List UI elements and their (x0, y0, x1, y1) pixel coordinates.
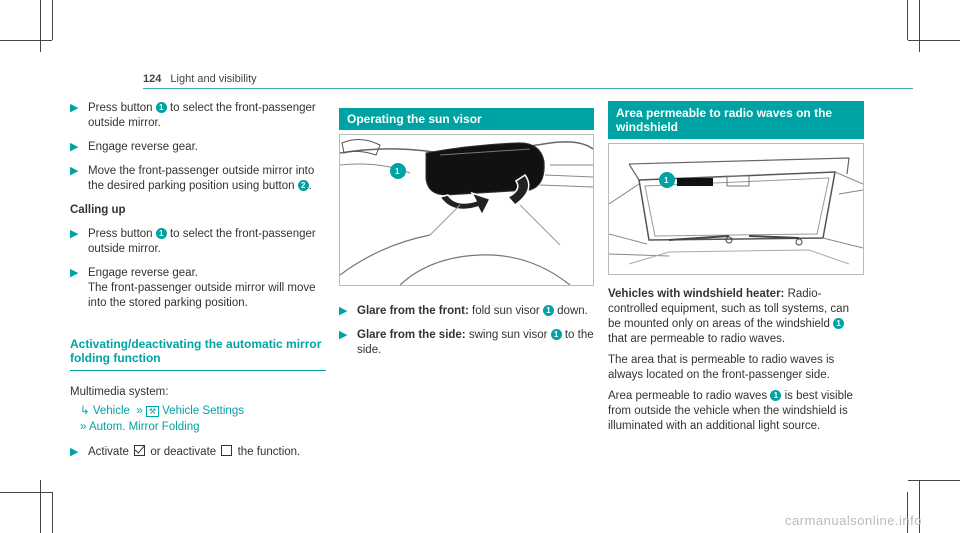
header-rule (143, 88, 913, 89)
watermark: carmanualsonline.info (785, 513, 922, 528)
crop-mark (908, 480, 960, 481)
crop-mark (908, 40, 960, 41)
checkbox-empty-icon (221, 445, 233, 456)
crop-mark (907, 492, 908, 533)
page-number: 124 (143, 73, 162, 85)
callout-1: 1 (833, 318, 845, 329)
callout-1: 1 (550, 329, 562, 340)
double-chevron-icon: » (80, 421, 87, 433)
multimedia-label: Multimedia system: (70, 386, 169, 398)
car-settings-icon: ⚒ (145, 406, 159, 417)
page-header: 124 Light and visibility (143, 73, 257, 85)
paragraph: Area permeable to radio waves 1 is best … (608, 390, 853, 432)
arrow-icon: ▶ (70, 446, 79, 458)
crop-mark (40, 0, 41, 52)
instruction-step: ▶ Glare from the side: swing sun visor 1… (339, 329, 594, 356)
arrow-icon: ▶ (70, 141, 79, 153)
crop-mark (919, 480, 920, 533)
callout-1: 1 (542, 305, 554, 316)
windshield-illustration: 1 (608, 143, 864, 275)
crop-mark (52, 0, 53, 40)
paragraph: The area that is permeable to radio wave… (608, 354, 835, 381)
instruction-step: ▶ Press button 1 to select the front-pas… (70, 228, 316, 255)
instruction-step: ▶ Press button 1 to select the front-pas… (70, 102, 316, 129)
menu-path: ↳ Vehicle » ⚒ Vehicle Settings » Autom. … (70, 403, 326, 435)
section-title-mirror-folding: Activating/deactivating the automatic mi… (70, 337, 326, 371)
menu-vehicle-settings: Vehicle Settings (162, 405, 244, 417)
instruction-step: ▶ Activate or deactivate the function. (70, 445, 301, 458)
arrow-icon: ▶ (339, 305, 348, 317)
section-title-radio-area: Area permeable to radio waves on the win… (608, 101, 864, 139)
callout-1: 1 (155, 102, 167, 113)
arrow-icon: ▶ (70, 228, 79, 240)
instruction-step: ▶ Engage reverse gear. (70, 141, 198, 153)
crop-mark (919, 0, 920, 52)
crop-mark (907, 0, 908, 40)
checkbox-checked-icon (134, 445, 146, 456)
subheading-calling-up: Calling up (70, 204, 126, 216)
subheading-windshield-heater: Vehicles with windshield heater: (608, 288, 785, 300)
callout-1: 1 (770, 390, 782, 401)
return-arrow-icon: ↳ (80, 405, 90, 417)
sun-visor-drawing (339, 139, 594, 286)
arrow-icon: ▶ (70, 102, 79, 114)
instruction-step: ▶ Move the front-passenger outside mirro… (70, 165, 315, 192)
callout-2: 2 (297, 180, 309, 191)
page-section-title: Light and visibility (170, 73, 257, 85)
paragraph: Vehicles with windshield heater: Radio-c… (608, 288, 849, 345)
sun-visor-illustration: 1 (339, 134, 594, 286)
arrow-icon: ▶ (339, 329, 348, 341)
arrow-icon: ▶ (70, 165, 79, 177)
column-left: ▶ Press button 1 to select the front-pas… (70, 101, 326, 469)
crop-mark (52, 492, 53, 533)
column-middle: Operating the sun visor 1 ▶ Glare from t… (339, 108, 594, 367)
windshield-drawing (608, 157, 864, 265)
instruction-step: ▶ Glare from the front: fold sun visor 1… (339, 305, 588, 317)
column-right: Area permeable to radio waves on the win… (608, 101, 864, 440)
crop-mark (0, 492, 52, 493)
figure-callout-1: 1 (664, 176, 669, 185)
menu-autom-mirror-folding: Autom. Mirror Folding (88, 421, 200, 433)
arrow-icon: ▶ (70, 267, 79, 279)
section-title-sun-visor: Operating the sun visor (339, 108, 594, 130)
double-chevron-icon: » (136, 405, 143, 417)
callout-1: 1 (155, 228, 167, 239)
figure-callout-1: 1 (395, 167, 400, 176)
menu-vehicle: Vehicle (92, 405, 130, 417)
crop-mark (0, 40, 52, 41)
crop-mark (40, 480, 41, 533)
instruction-step: ▶ Engage reverse gear. The front-passeng… (70, 267, 316, 309)
